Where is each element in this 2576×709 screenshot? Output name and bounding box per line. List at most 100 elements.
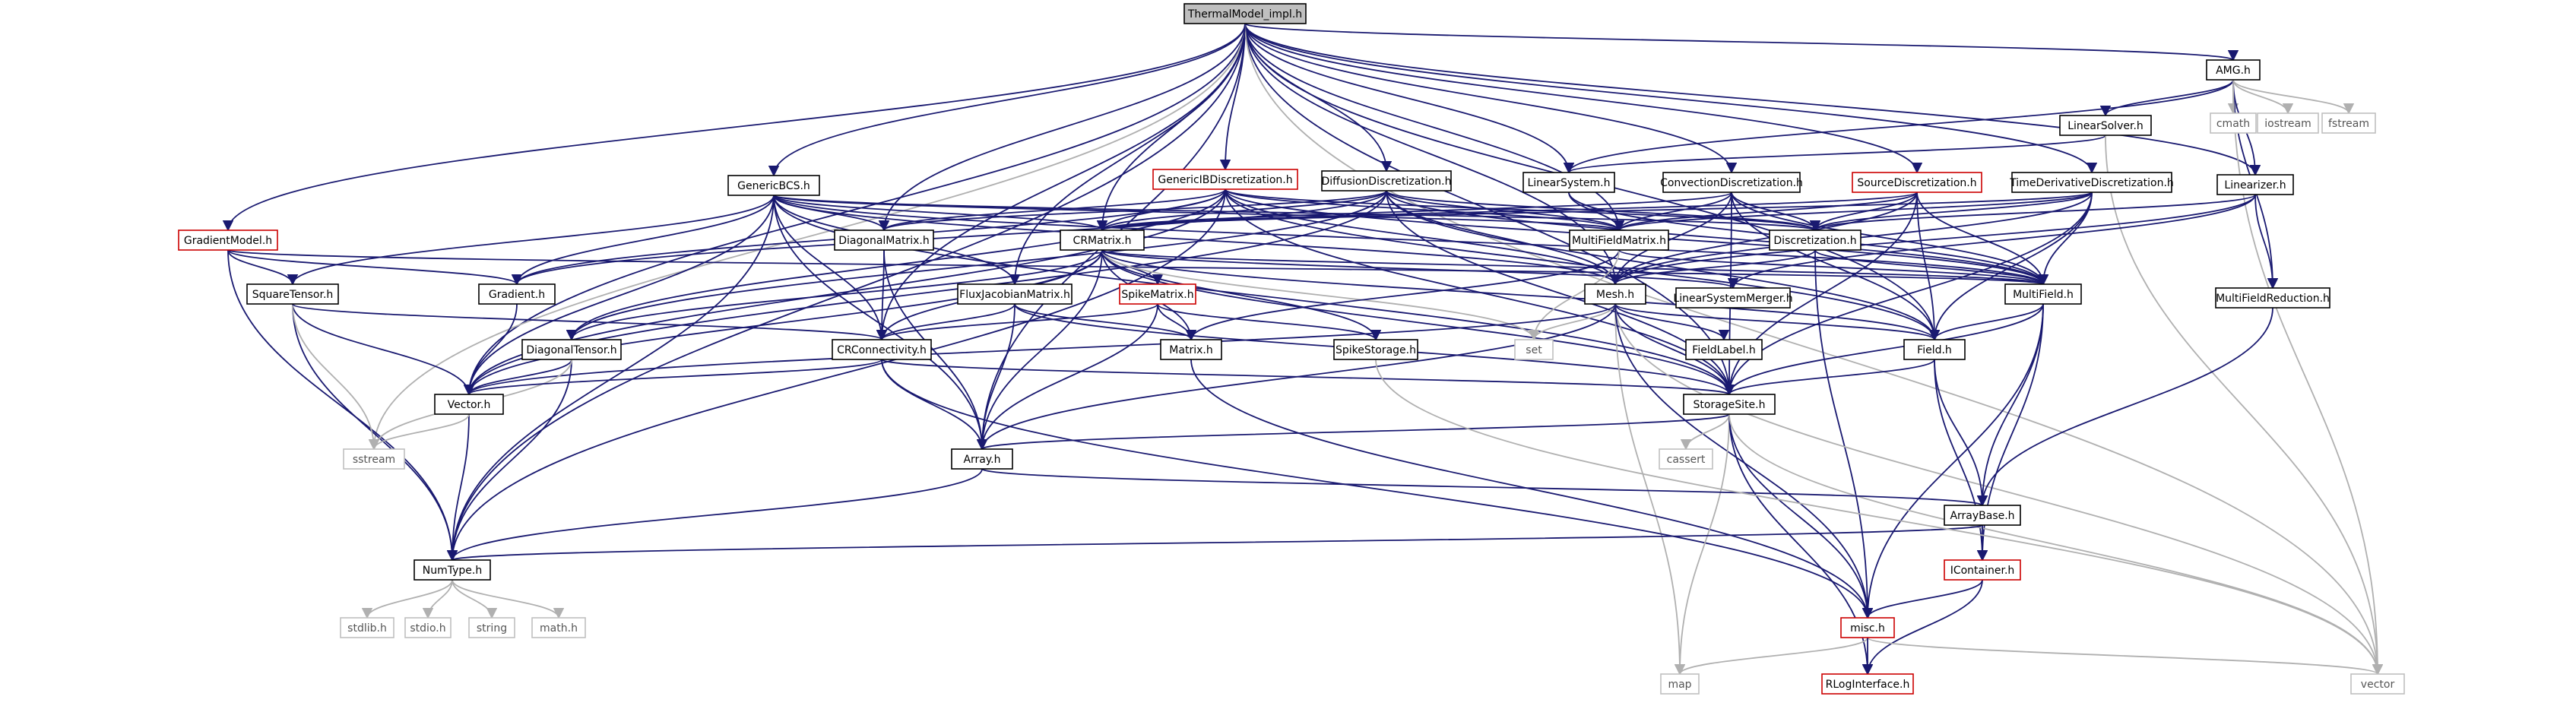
node-linearsystem-h[interactable]: LinearSystem.h: [1522, 172, 1615, 193]
node-icontainer-h[interactable]: IContainer.h: [1944, 559, 2021, 581]
node-label: NumType.h: [423, 565, 482, 577]
node-amg-h[interactable]: AMG.h: [2206, 59, 2261, 81]
edge-crmatrix-h-to-multifield-h: [1101, 249, 2048, 286]
node-box: [2215, 287, 2330, 309]
edge-fluxjacobianmatrix-h-to-crconnectivity-h: [876, 303, 1016, 341]
node-vector-h[interactable]: Vector.h: [434, 394, 504, 415]
edge-timederivativediscretization-h-to-multifield-h: [2037, 191, 2093, 286]
node-arraybase-h[interactable]: ArrayBase.h: [1944, 505, 2021, 526]
node-convectiondiscretization-h[interactable]: ConvectionDiscretization.h: [1660, 172, 1803, 193]
edge-diffusiondiscretization-h-to-gradient-h: [512, 190, 1387, 286]
node-array-h[interactable]: Array.h: [951, 448, 1013, 470]
node-genericibdiscretization-h[interactable]: GenericIBDiscretization.h: [1152, 169, 1298, 190]
node-field-h[interactable]: Field.h: [1903, 339, 1966, 360]
node-fluxjacobianmatrix-h[interactable]: FluxJacobianMatrix.h: [957, 283, 1073, 305]
node-genericbcs-h[interactable]: GenericBCS.h: [727, 175, 820, 196]
edge-vector-h-to-sstream: [368, 413, 470, 451]
node-storagesite-h[interactable]: StorageSite.h: [1683, 394, 1776, 415]
node-iostream: iostream: [2257, 112, 2319, 134]
node-label: SourceDiscretization.h: [1857, 177, 1976, 189]
node-spikematrix-h[interactable]: SpikeMatrix.h: [1119, 283, 1196, 305]
node-box: [1662, 172, 1801, 193]
node-sourcediscretization-h[interactable]: SourceDiscretization.h: [1852, 172, 1982, 193]
node-label: cassert: [1667, 454, 1706, 466]
node-box: [1152, 169, 1298, 190]
edge-gradient-h-to-vector-h: [463, 303, 518, 396]
node-diffusiondiscretization-h[interactable]: DiffusionDiscretization.h: [1321, 170, 1452, 191]
edge-genericbcs-h-to-mesh-h: [773, 195, 1621, 286]
node-misc-h[interactable]: misc.h: [1840, 617, 1895, 638]
node-crconnectivity-h[interactable]: CRConnectivity.h: [832, 339, 932, 360]
node-gradient-h[interactable]: Gradient.h: [478, 283, 556, 305]
edge-multifieldmatrix-h-to-set: [1528, 249, 1620, 341]
node-box: [1683, 394, 1776, 415]
node-cmath: cmath: [2210, 112, 2257, 134]
node-label: DiffusionDiscretization.h: [1322, 176, 1452, 188]
node-discretization-h[interactable]: Discretization.h: [1769, 229, 1862, 251]
node-matrix-h[interactable]: Matrix.h: [1160, 339, 1222, 360]
node-box: [1840, 617, 1895, 638]
node-thermalmodel-impl-h[interactable]: ThermalModel_impl.h: [1183, 3, 1307, 24]
edge-thermalmodel-impl-h-to-genericbcs-h: [768, 23, 1246, 177]
node-box: [1569, 229, 1669, 251]
edge-multifield-h-to-arraybase-h: [1976, 303, 2044, 507]
node-spikestorage-h[interactable]: SpikeStorage.h: [1333, 339, 1418, 360]
node-box: [2210, 112, 2257, 134]
node-cassert: cassert: [1659, 448, 1713, 470]
edge-timederivativediscretization-h-to-field-h: [1928, 191, 2093, 341]
node-stdlib-h: stdlib.h: [340, 617, 394, 638]
node-label: string: [477, 622, 507, 635]
node-diagonaltensor-h[interactable]: DiagonalTensor.h: [521, 339, 622, 360]
edge-discretization-h-to-mesh-h: [1609, 249, 1816, 286]
node-linearsolver-h[interactable]: LinearSolver.h: [2059, 115, 2152, 136]
node-squaretensor-h[interactable]: SquareTensor.h: [246, 283, 339, 305]
node-crmatrix-h[interactable]: CRMatrix.h: [1060, 229, 1145, 251]
edge-array-h-to-arraybase-h: [981, 468, 1988, 507]
node-label: DiagonalTensor.h: [526, 344, 616, 356]
edge-crmatrix-h-to-spikestorage-h: [1101, 249, 1382, 341]
edge-numtype-h-to-string: [452, 579, 498, 619]
edge-timederivativediscretization-h-to-discretization-h: [1810, 191, 2093, 232]
node-multifieldmatrix-h[interactable]: MultiFieldMatrix.h: [1569, 229, 1669, 251]
node-label: SquareTensor.h: [252, 289, 334, 301]
edge-diagonalmatrix-h-to-array-h: [883, 249, 988, 451]
node-box: [1675, 287, 1791, 309]
node-label: SpikeStorage.h: [1336, 344, 1416, 356]
edge-spikematrix-h-to-matrix-h: [1157, 303, 1197, 341]
edge-genericbcs-h-to-numtype-h: [446, 195, 775, 562]
node-multifieldreduction-h[interactable]: MultiFieldReduction.h: [2215, 287, 2330, 309]
node-label: RLogInterface.h: [1826, 679, 1910, 691]
node-label: math.h: [540, 622, 578, 635]
node-box: [1852, 172, 1982, 193]
node-box: [2257, 112, 2319, 134]
node-numtype-h[interactable]: NumType.h: [413, 559, 491, 581]
node-linearsystemmerger-h[interactable]: LinearSystemMerger.h: [1673, 287, 1793, 309]
edge-mesh-h-to-vector-h: [464, 303, 1616, 396]
node-timederivativediscretization-h[interactable]: TimeDerivativeDiscretization.h: [2009, 172, 2174, 193]
node-label: Discretization.h: [1773, 235, 1856, 247]
node-label: fstream: [2328, 118, 2369, 130]
node-mesh-h[interactable]: Mesh.h: [1584, 283, 1646, 305]
node-fieldlabel-h[interactable]: FieldLabel.h: [1685, 339, 1763, 360]
edge-crconnectivity-h-to-vector-h: [464, 359, 882, 396]
node-label: MultiField.h: [2013, 289, 2074, 301]
edge-numtype-h-to-stdio-h: [422, 579, 453, 619]
edge-sourcediscretization-h-to-crmatrix-h: [1097, 191, 1918, 232]
node-box: [1903, 339, 1966, 360]
node-gradientmodel-h[interactable]: GradientModel.h: [178, 229, 278, 251]
node-box: [1514, 339, 1554, 360]
edge-spikematrix-h-to-array-h: [976, 303, 1158, 451]
node-label: sstream: [353, 454, 395, 466]
edge-storagesite-h-to-array-h: [977, 413, 1730, 451]
node-rloginterface-h[interactable]: RLogInterface.h: [1821, 673, 1914, 695]
node-diagonalmatrix-h[interactable]: DiagonalMatrix.h: [834, 229, 934, 251]
node-label: Gradient.h: [489, 289, 545, 301]
node-label: GenericIBDiscretization.h: [1158, 174, 1292, 186]
node-multifield-h[interactable]: MultiField.h: [2004, 283, 2082, 305]
edge-multifield-h-to-misc-h: [1862, 303, 2044, 619]
edge-timederivativediscretization-h-to-crmatrix-h: [1097, 191, 2093, 232]
edge-genericbcs-h-to-gradient-h: [511, 195, 775, 286]
node-box: [478, 283, 556, 305]
node-linearizer-h[interactable]: Linearizer.h: [2216, 174, 2294, 195]
edge-squaretensor-h-to-crconnectivity-h: [292, 303, 887, 341]
